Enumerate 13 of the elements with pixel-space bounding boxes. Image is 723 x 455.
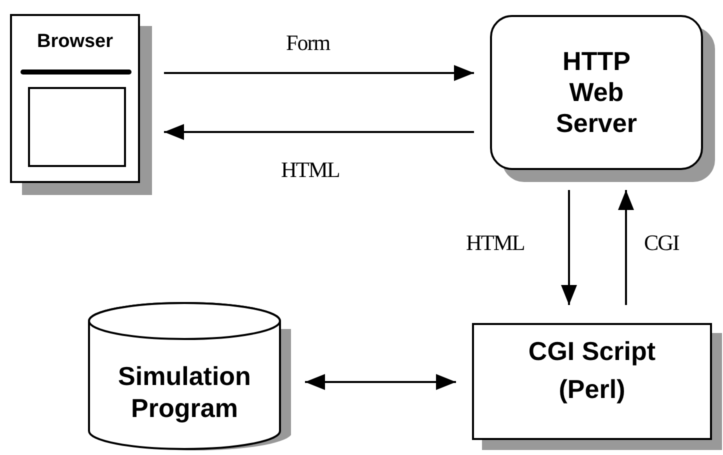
- node-label: Browser: [36, 31, 114, 53]
- node-label: CGI Script (Perl): [527, 335, 657, 406]
- edge-label: Form: [286, 30, 330, 56]
- arrow: [618, 190, 634, 305]
- edge-label: HTML: [281, 157, 340, 183]
- arrow: [164, 65, 474, 81]
- edge-label: CGI: [644, 230, 679, 256]
- node-label: HTTP Web Server: [555, 46, 638, 140]
- arrow: [164, 124, 474, 140]
- arrow: [305, 374, 456, 390]
- edge-label: HTML: [466, 230, 524, 256]
- arrow: [561, 190, 577, 305]
- node-label: Simulation Program: [117, 360, 252, 424]
